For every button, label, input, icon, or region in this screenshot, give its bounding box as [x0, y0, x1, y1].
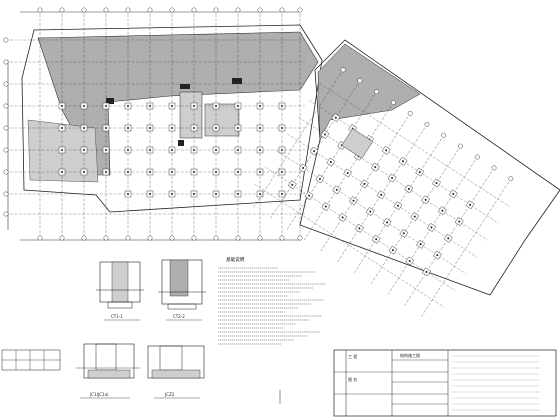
section-detail-jc1: JC1(JC1a): [76, 343, 140, 399]
title-block-label-b: 图 名: [348, 376, 357, 382]
title-block-label-c: 结构施工图: [400, 352, 420, 358]
section-label-jc1: JC1(JC1a): [89, 392, 109, 397]
left-grid-lines: [3, 7, 305, 241]
title-block-label-a: 工 程: [348, 353, 357, 359]
revision-stamp: [1, 349, 61, 371]
right-wing-plan: [299, 39, 560, 296]
section-detail-ct1: CT1-1: [96, 261, 144, 321]
section-detail-ct2: CT2-2: [158, 259, 206, 321]
foundation-notes: 基础说明: [218, 256, 326, 345]
notes-title: 基础说明: [226, 256, 245, 263]
section-label-jcz2: JCZ2: [164, 392, 175, 397]
section-label-ct2: CT2-2: [173, 314, 185, 319]
left-wing-plan: [7, 11, 323, 241]
right-grid-lines: [253, 67, 514, 317]
title-block: 工 程 图 名 结构施工图: [333, 349, 557, 417]
section-label-ct1: CT1-1: [111, 314, 123, 319]
section-detail-jcz2: JCZ2: [147, 345, 205, 399]
